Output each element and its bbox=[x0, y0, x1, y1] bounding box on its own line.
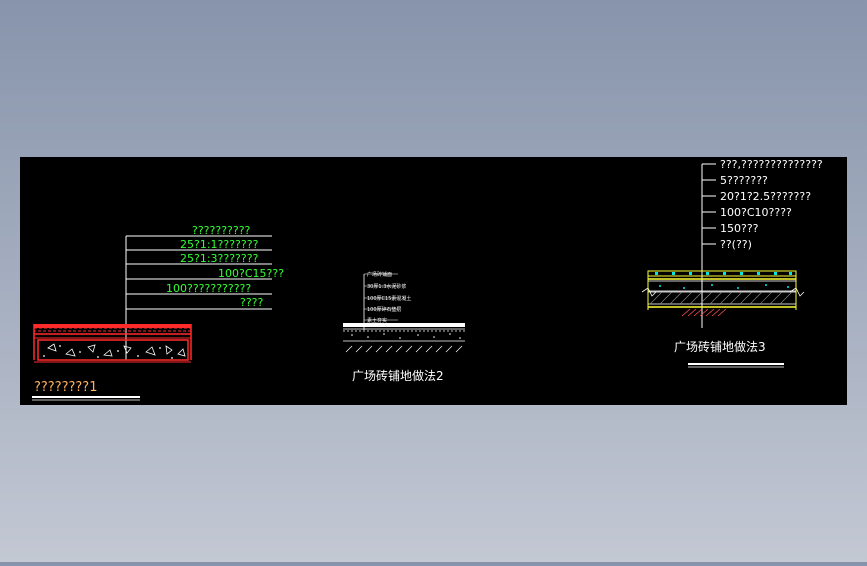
detail1-label: 25?1:1??????? bbox=[180, 238, 259, 251]
detail1-label: 100??????????? bbox=[166, 282, 251, 295]
detail2-label: 素土夯实 bbox=[367, 317, 387, 324]
detail3-label: ??(??) bbox=[720, 238, 752, 251]
detail3-label: 150??? bbox=[720, 222, 759, 235]
detail3-label: 5??????? bbox=[720, 174, 768, 187]
detail3-section bbox=[641, 270, 805, 317]
detail1-label: 100?C15??? bbox=[218, 267, 284, 280]
detail2-title: 广场砖铺地做法2 bbox=[352, 368, 444, 383]
detail3-label: 100?C10???? bbox=[720, 206, 792, 219]
detail2-section bbox=[343, 323, 465, 353]
detail2-label: 100厚C15素混凝土 bbox=[367, 295, 411, 302]
detail3-label: ???,?????????????? bbox=[720, 158, 823, 171]
detail2-label: 广场砖铺面 bbox=[367, 271, 392, 278]
detail1-title: ????????1 bbox=[34, 380, 97, 395]
detail2-label: 100厚碎石垫层 bbox=[367, 306, 402, 313]
detail1-label: 25?1:3??????? bbox=[180, 252, 259, 265]
detail3-title: 广场砖铺地做法3 bbox=[674, 339, 766, 354]
detail3-label: 20?1?2.5??????? bbox=[720, 190, 811, 203]
detail-2: 广场砖铺面 30厚1:3水泥砂浆 100厚C15素混凝土 100厚碎石垫层 素土… bbox=[343, 271, 465, 383]
detail-1: ?????????? 25?1:1??????? 25?1:3??????? 1… bbox=[32, 224, 284, 401]
detail1-label: ???? bbox=[240, 296, 264, 309]
detail1-label: ?????????? bbox=[192, 224, 251, 237]
detail2-label: 30厚1:3水泥砂浆 bbox=[367, 283, 406, 290]
detail-3: ???,?????????????? 5??????? 20?1?2.5????… bbox=[641, 158, 823, 368]
detail1-section bbox=[33, 324, 192, 363]
